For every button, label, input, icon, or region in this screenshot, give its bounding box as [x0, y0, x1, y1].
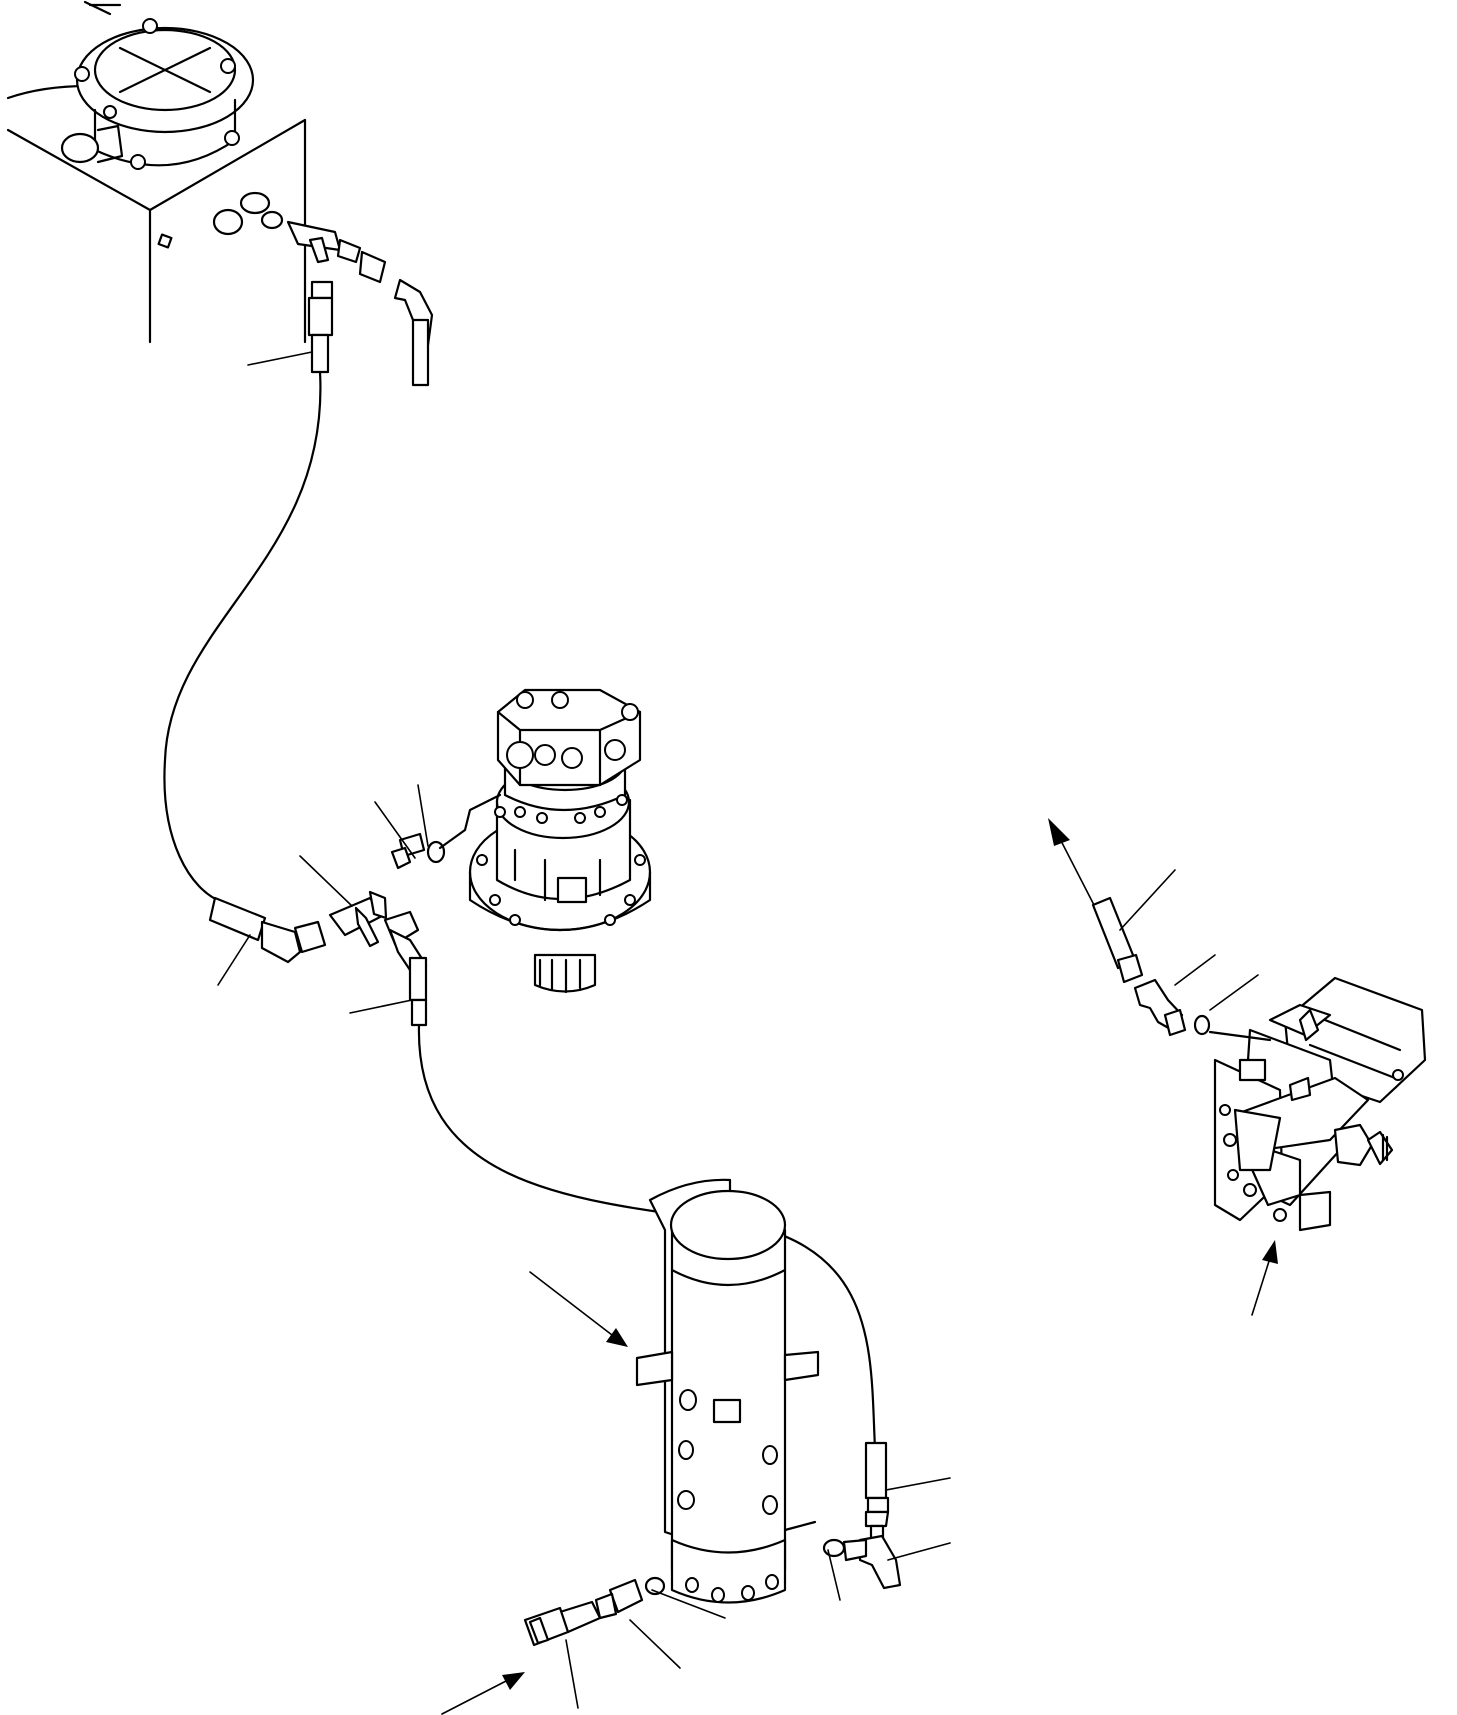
leader-line [565, 1639, 579, 1709]
hydraulic-tank [6, 0, 307, 344]
leader-line [349, 999, 413, 1014]
leader-line [629, 1619, 681, 1669]
tank-fittings [212, 191, 434, 387]
leader-line [417, 784, 429, 847]
leader-line [374, 801, 416, 859]
arrow-icon [1048, 818, 1095, 906]
leader-line [651, 1589, 726, 1619]
swivel-joint [635, 1178, 820, 1604]
leader-line [1119, 869, 1176, 931]
arrow-icon [529, 1271, 628, 1347]
tee-assembly [208, 793, 502, 1027]
tank-cap [60, 18, 255, 170]
arrows [441, 818, 1278, 1715]
leader-line [217, 934, 251, 986]
swivel-right-fittings [822, 1441, 902, 1590]
leader-lines [217, 351, 1259, 1709]
pump-fittings [1091, 896, 1272, 1042]
hydraulic-pump [1213, 976, 1427, 1232]
arrow-icon [441, 1672, 525, 1715]
leader-line [1209, 974, 1259, 1011]
leader-line [885, 1477, 951, 1491]
leader-line [1174, 954, 1216, 986]
leader-line [299, 855, 353, 907]
hose-tank-to-tee [163, 370, 322, 904]
leader-line [247, 351, 313, 366]
leader-line [827, 1549, 841, 1601]
swivel-bottom-fittings [523, 1576, 666, 1647]
arrow-icon [1251, 1240, 1278, 1316]
swing-motor [468, 688, 652, 994]
leader-line [887, 1542, 951, 1561]
